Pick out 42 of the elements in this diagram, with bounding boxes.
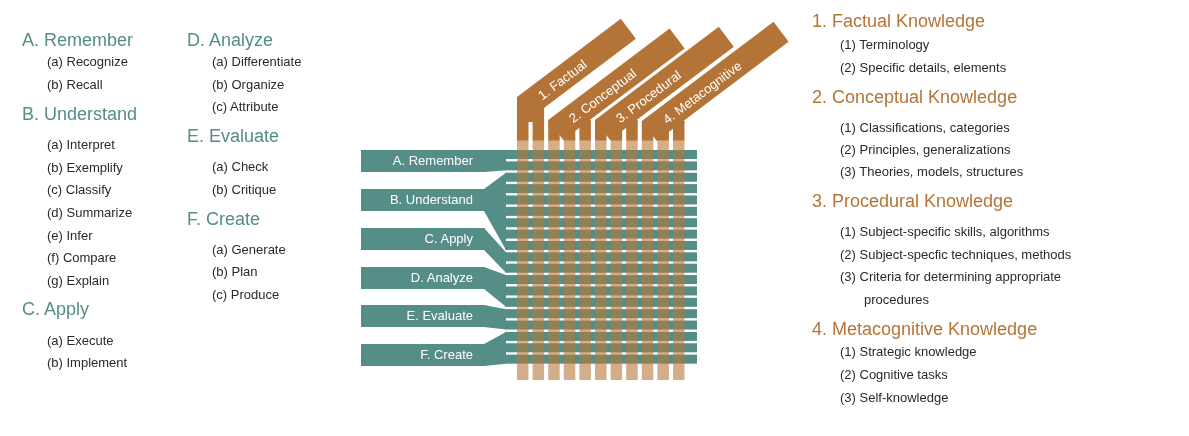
- cognitive-process-tab: A. Remember: [361, 150, 485, 172]
- list-item: (2) Specific details, elements: [840, 59, 1007, 77]
- list-item: (g) Explain: [47, 272, 110, 290]
- list-item: (b) Exemplify: [47, 159, 123, 177]
- list-item: (a) Check: [212, 158, 269, 176]
- section-heading: E. Evaluate: [187, 125, 280, 148]
- list-item: (e) Infer: [47, 227, 93, 245]
- list-item: (c) Classify: [47, 181, 112, 199]
- section-heading: C. Apply: [22, 298, 90, 321]
- list-item: (b) Recall: [47, 76, 103, 94]
- list-item: (2) Subject-specfic techniques, methods: [840, 246, 1072, 264]
- list-item: (1) Terminology: [840, 36, 930, 54]
- list-item: (a) Differentiate: [212, 53, 302, 71]
- list-item: (1) Subject-specific skills, algorithms: [840, 223, 1050, 241]
- section-heading: 1. Factual Knowledge: [812, 10, 986, 33]
- list-item: (3) Self-knowledge: [840, 389, 949, 407]
- list-item: (3) Criteria for determining appropriate procedures: [840, 268, 1063, 309]
- list-item: (c) Produce: [212, 286, 280, 304]
- section-heading: 3. Procedural Knowledge: [812, 190, 1014, 213]
- list-item: (a) Interpret: [47, 136, 115, 154]
- section-heading: F. Create: [187, 208, 261, 231]
- section-heading: A. Remember: [22, 29, 134, 52]
- list-item: (a) Execute: [47, 332, 114, 350]
- list-item: (1) Classifications, categories: [840, 119, 1010, 137]
- list-item: (b) Implement: [47, 354, 128, 372]
- list-item: (3) Theories, models, structures: [840, 163, 1024, 181]
- list-item: (a) Generate: [212, 241, 286, 259]
- list-item: (b) Critique: [212, 181, 277, 199]
- list-item: (f) Compare: [47, 249, 117, 267]
- list-item: (2) Principles, generalizations: [840, 141, 1011, 159]
- list-item: (1) Strategic knowledge: [840, 343, 977, 361]
- section-heading: 2. Conceptual Knowledge: [812, 86, 1018, 109]
- section-heading: B. Understand: [22, 103, 138, 126]
- list-item: (a) Recognize: [47, 53, 128, 71]
- section-heading: D. Analyze: [187, 29, 274, 52]
- list-item: (2) Cognitive tasks: [840, 366, 948, 384]
- cognitive-process-tab: B. Understand: [361, 189, 485, 211]
- list-item: (b) Plan: [212, 263, 258, 281]
- list-item: (c) Attribute: [212, 98, 279, 116]
- list-item: (d) Summarize: [47, 204, 133, 222]
- section-heading: 4. Metacognitive Knowledge: [812, 318, 1038, 341]
- list-item: (b) Organize: [212, 76, 285, 94]
